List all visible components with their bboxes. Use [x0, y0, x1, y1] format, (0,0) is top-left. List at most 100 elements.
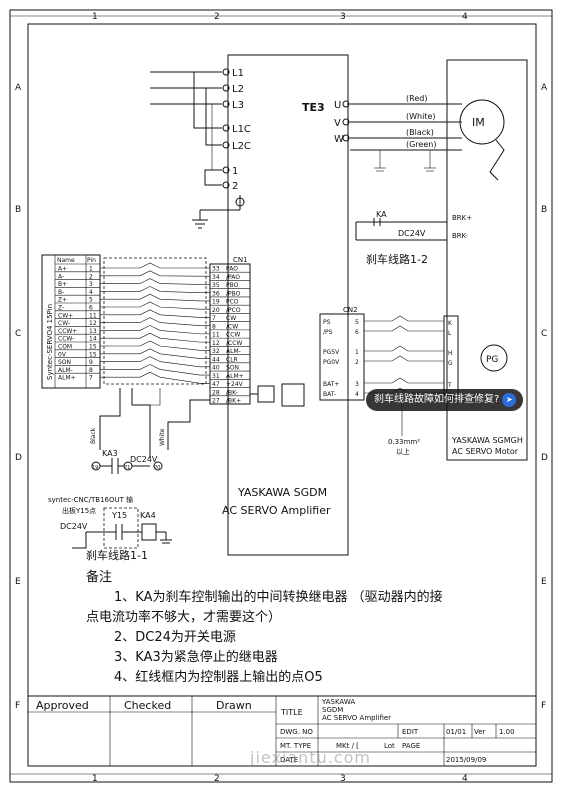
grid-row-left-C: C: [15, 329, 21, 339]
cn1-right-pin: 8: [212, 323, 216, 330]
cn1-wire: [100, 278, 210, 285]
cn1-right-signal: PCO: [226, 299, 239, 306]
grid-row-right-E: E: [541, 577, 547, 587]
cn1-right-signal: /BK+: [226, 398, 241, 405]
terminal-circle: [222, 141, 230, 149]
cn1-left-pin: 7: [89, 375, 93, 382]
cn1-left-pin: 15: [89, 344, 97, 351]
te3-terminal-circle: [342, 134, 350, 142]
cn1-left-pin: 5: [89, 297, 93, 304]
approved-label: Approved: [36, 699, 89, 712]
notes-section: 备注 1、KA为刹车控制输出的中间转换继电器 （驱动器内的接 点电流功率不够大，…: [86, 568, 526, 688]
cn1-left-pin: 13: [89, 328, 97, 335]
power-terminal-label: L1: [232, 68, 244, 79]
note-4: 4、红线框内为控制器上输出的点O5: [114, 670, 323, 685]
encoder-label: PG: [486, 355, 498, 365]
cn2-signal: BAT-: [323, 391, 336, 398]
power-terminal-label: L2: [232, 84, 244, 95]
cn1-wire: [100, 364, 210, 376]
cn1-controller-table: [41, 254, 101, 389]
cn2-pin: 5: [355, 319, 359, 326]
cn1-right-signal: /CW: [226, 323, 238, 330]
te3-label: TE3: [302, 101, 325, 114]
arrow-right-icon[interactable]: ➤: [502, 393, 517, 407]
cn2-wire: [364, 355, 444, 362]
controller-line2: 出板Y15点: [62, 506, 96, 515]
grid-row-left-E: E: [15, 577, 21, 587]
cn1-wire: [100, 348, 210, 359]
motor-power-wires: (Red)(White)(Black)(Green): [350, 94, 462, 151]
ka4-label: KA4: [140, 511, 156, 520]
controller-line1: syntec-CNC/TB16OUT 输: [48, 495, 133, 504]
faq-tooltip-text: 刹车线路故障如何排查修复?: [374, 394, 500, 405]
amplifier-name-line1: YASKAWA SGDM: [237, 486, 327, 499]
cn2-pin: 1: [355, 349, 359, 356]
cn1-left-pin: 8: [89, 367, 93, 374]
date-label: DATE: [280, 756, 298, 764]
grid-row-left-A: A: [15, 83, 22, 93]
cn1-right-signal: /BK-: [226, 389, 238, 396]
cn1-right-signal: /PAO: [226, 274, 240, 281]
grid-row-left-D: D: [15, 453, 22, 463]
te3-terminal-label: V: [334, 118, 341, 129]
cn1-left-pin: 9: [89, 359, 93, 366]
cn1-left-pin: 12: [89, 320, 97, 327]
power-terminal-label: L1C: [232, 124, 251, 135]
notes-title: 备注: [86, 570, 113, 585]
cn1-right-pin: 35: [212, 282, 220, 289]
cn2-signal: PG5V: [323, 349, 340, 356]
grid-col-bottom-4: 4: [462, 774, 468, 784]
note-1: 1、KA为刹车控制输出的中间转换继电器 （驱动器内的接: [114, 590, 443, 605]
mt-type-label: MT. TYPE: [280, 742, 311, 750]
svg-text:19: 19: [92, 465, 98, 471]
cn1-right-signal: SON: [226, 365, 239, 372]
grid-row-right-F: F: [541, 701, 546, 711]
faq-tooltip-link[interactable]: 刹车线路故障如何排查修复? ➤: [366, 389, 524, 411]
cn1-right-pin: 19: [212, 299, 220, 306]
cn1-left-pin: 11: [89, 312, 97, 319]
brake-terminal-minus: BRK-: [452, 232, 469, 240]
cn1-left-pin: 2: [89, 273, 93, 280]
cn1-left-name: SON: [58, 359, 71, 366]
cn1-left-name: COM: [58, 344, 72, 351]
cn1-left-name: CW-: [58, 320, 70, 327]
cn1-left-name: Z+: [58, 297, 67, 304]
brake-output-coupler: [281, 383, 305, 407]
cn1-left-pin: 4: [89, 289, 93, 296]
cn2-wire: [364, 377, 444, 384]
grid-col-bottom-3: 3: [340, 774, 346, 784]
cn1-wire: [100, 293, 210, 302]
cn2-signal: BAT+: [323, 381, 339, 388]
cn1-left-name: 0V: [58, 351, 67, 358]
cn1-name-header: Name: [57, 257, 75, 264]
brake-dc24v-label: DC24V: [130, 455, 158, 464]
cn1-right-signal: CW: [226, 315, 236, 322]
grid-col-top-1: 1: [92, 12, 98, 22]
cn1-right-pin: 36: [212, 290, 220, 297]
mkt-label: MKt / [: [336, 742, 359, 750]
cn1-left-pin: 14: [89, 336, 97, 343]
cn2-signal: /PS: [323, 329, 333, 336]
cn1-wire: [100, 325, 210, 335]
grid-row-left-B: B: [15, 205, 21, 215]
encoder-symbol: [480, 344, 508, 372]
cn1-label: CN1: [233, 256, 248, 264]
cn1-left-name: CCW+: [58, 328, 77, 335]
cn1-left-pin: 3: [89, 281, 93, 288]
note-2: 2、DC24为开关电源: [114, 630, 236, 645]
cn1-wire: [100, 270, 210, 277]
brake-output-relay: [257, 385, 275, 403]
cn2-wire: [364, 325, 444, 332]
cn2-connector: [319, 313, 365, 401]
cn1-right-pin: 33: [212, 266, 220, 273]
cn1-left-pin: 6: [89, 305, 93, 312]
motor-wire-color: (Black): [406, 128, 434, 137]
motor-pin-label: G: [448, 360, 453, 367]
brake-supply-label: DC24V: [398, 229, 426, 238]
cn1-left-name: Z-: [58, 305, 64, 312]
motor-pin-label: H: [448, 350, 453, 357]
cn2-pin: 6: [355, 329, 359, 336]
brake-caption-1-2: 刹车线路1-2: [366, 252, 428, 266]
motor-wire-color: (Red): [406, 94, 427, 103]
